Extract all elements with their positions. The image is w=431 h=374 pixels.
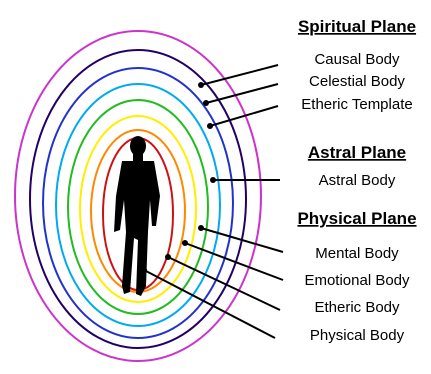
label-etheric-body: Etheric Body [314, 299, 400, 316]
label-emotional-body: Emotional Body [304, 272, 410, 289]
heading-astral-plane: Astral Plane [308, 143, 406, 162]
label-celestial-body: Celestial Body [309, 73, 405, 90]
leader-line-physical [144, 270, 275, 338]
label-physical-body: Physical Body [310, 327, 405, 344]
heading-spiritual-plane: Spiritual Plane [298, 17, 416, 36]
label-astral-body: Astral Body [319, 172, 396, 189]
leader-line-mental [201, 228, 283, 252]
label-mental-body: Mental Body [315, 245, 399, 262]
leader-line-causal [201, 65, 278, 85]
leader-line-etheric-template [210, 106, 278, 126]
leader-line-etheric [168, 257, 280, 310]
heading-physical-plane: Physical Plane [297, 209, 416, 228]
label-etheric-template: Etheric Template [301, 96, 412, 113]
labels: Spiritual Plane Causal Body Celestial Bo… [297, 17, 416, 344]
leader-line-celestial [206, 84, 278, 103]
label-causal-body: Causal Body [314, 51, 400, 68]
human-silhouette-icon [114, 136, 160, 296]
